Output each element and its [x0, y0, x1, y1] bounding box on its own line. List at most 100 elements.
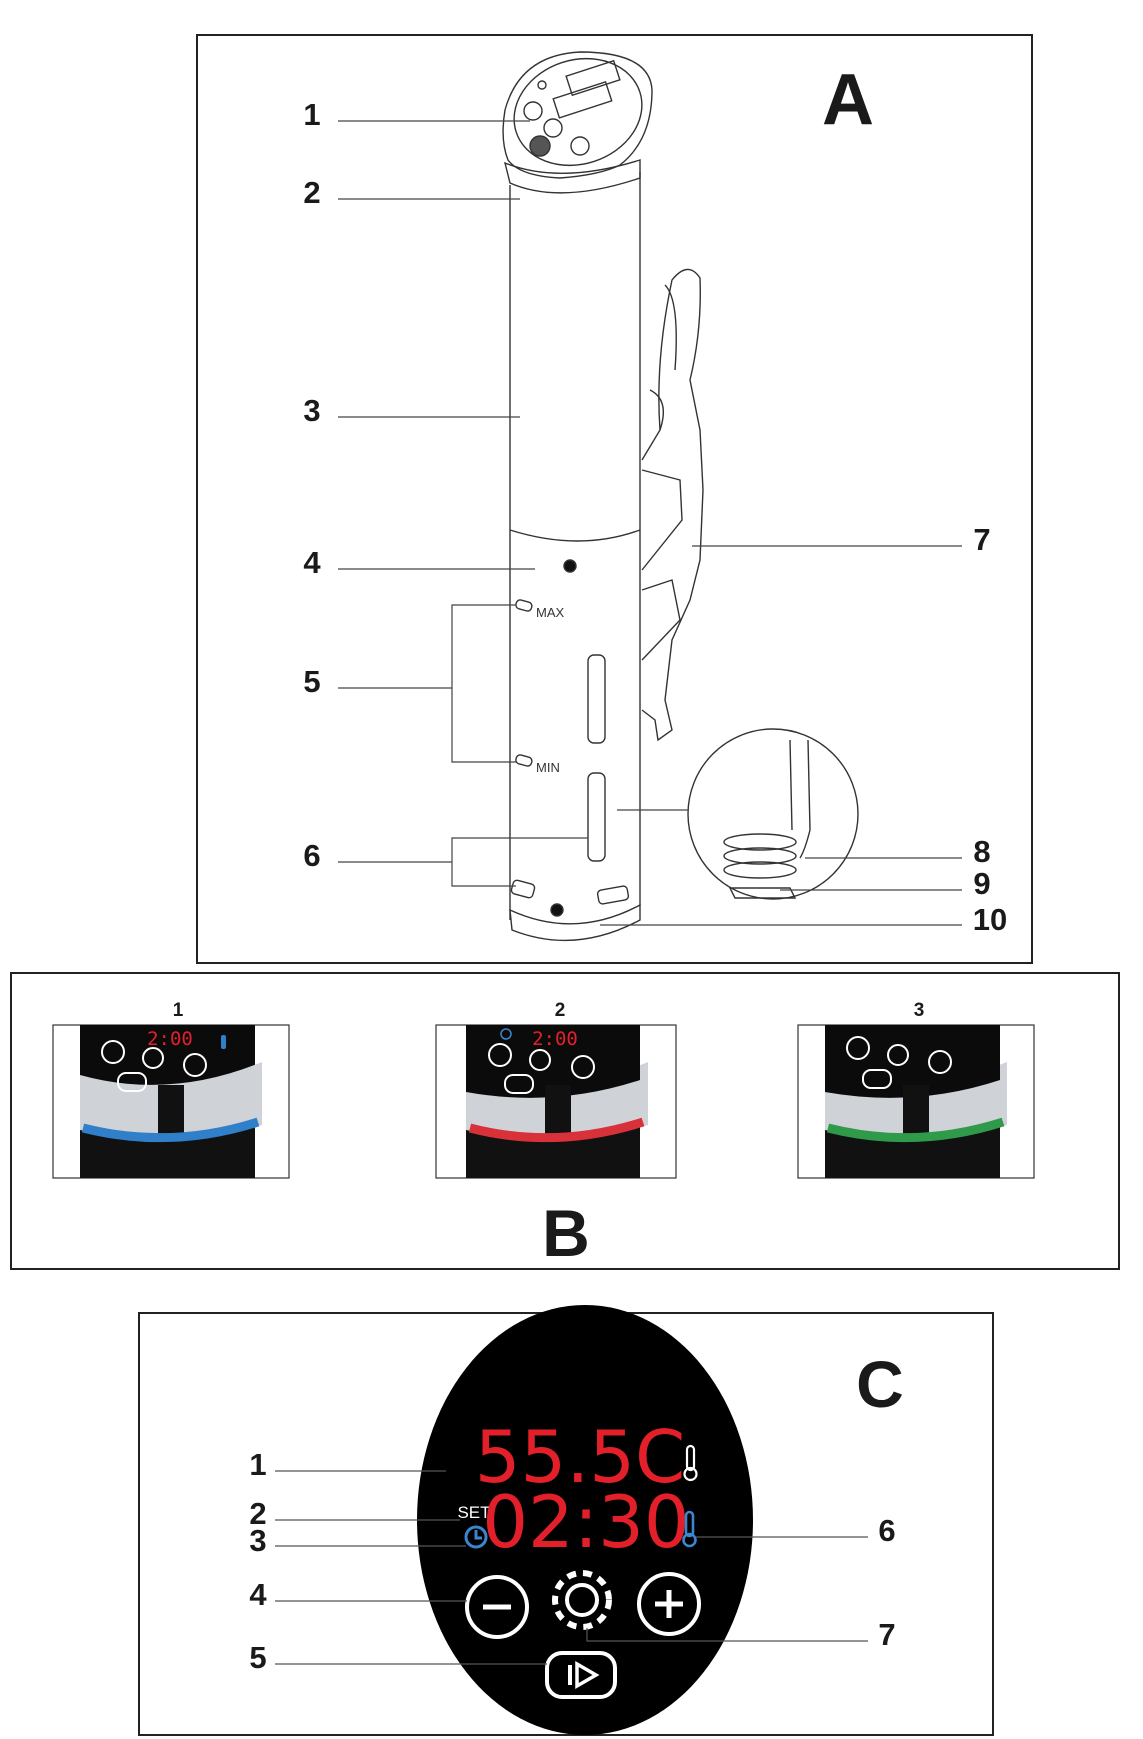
device-illustration	[502, 51, 859, 942]
item-3-ring	[826, 1117, 1005, 1143]
callout-a-1: 1	[303, 97, 320, 132]
gear-teeth	[552, 1570, 612, 1630]
detail-magnifier	[687, 728, 859, 900]
item-1-start-icon	[117, 1072, 147, 1092]
timer-icon	[464, 1525, 488, 1549]
coil-3	[723, 861, 797, 879]
callout-a-7: 7	[973, 522, 990, 557]
item-3-clamp	[903, 1085, 929, 1140]
slot-lower	[587, 772, 606, 862]
callout-a-9: 9	[973, 866, 990, 901]
panel-c-leaders	[275, 1470, 868, 1665]
max-mark	[515, 599, 533, 612]
item-1-plus-icon	[183, 1053, 207, 1077]
panel-b-item-1: 1 2:00	[52, 1000, 290, 1179]
callout-c-1: 1	[249, 1447, 266, 1482]
item-3-plus-icon	[928, 1050, 952, 1074]
item-2-ring	[468, 1117, 645, 1143]
gear-icon	[565, 1583, 599, 1617]
panel-b-item-2: 2 2:00	[435, 1000, 677, 1179]
callout-a-10: 10	[973, 902, 1007, 937]
item-2-gear-icon	[529, 1049, 551, 1071]
thermometer-icon-white	[683, 1444, 698, 1482]
callout-a-5: 5	[303, 664, 320, 699]
head-panel	[513, 57, 643, 167]
vent-right	[596, 885, 630, 905]
item-2-minus-icon	[488, 1043, 512, 1067]
plus-button[interactable]	[637, 1572, 701, 1636]
item-1-minus-icon	[101, 1040, 125, 1064]
callout-a-8: 8	[973, 834, 990, 869]
item-3-minus-icon	[846, 1036, 870, 1060]
panel-b-item-3: 3	[797, 1000, 1035, 1179]
callout-c-4: 4	[249, 1577, 267, 1612]
callout-a-3: 3	[303, 393, 320, 428]
panel-a: A	[196, 34, 1033, 964]
item-2-clamp	[545, 1085, 571, 1140]
item-1-thermometer-icon	[221, 1035, 226, 1049]
item-1-gear-icon	[142, 1047, 164, 1069]
start-button-a	[529, 135, 551, 157]
callout-c-6: 6	[878, 1513, 895, 1548]
panel-a-leaders	[338, 120, 962, 926]
panel-b: B 1 2:00 2 2:00	[10, 972, 1120, 1270]
coil-2	[723, 847, 797, 865]
heater-rods	[789, 739, 811, 859]
thermometer-icon-blue	[682, 1510, 697, 1548]
callout-a-2: 2	[303, 175, 320, 210]
control-head	[502, 51, 653, 179]
timer-icon	[537, 80, 547, 90]
callout-a-4: 4	[303, 545, 321, 580]
callout-c-7: 7	[878, 1617, 895, 1652]
item-1-clamp	[158, 1085, 184, 1140]
sensor-dot-bottom	[550, 903, 564, 917]
panel-c-letter: C	[856, 1347, 904, 1421]
panel-b-letter: B	[542, 1196, 590, 1270]
clamp-jaw-lower	[641, 579, 681, 661]
clamp-outline	[641, 268, 704, 742]
settings-button[interactable]	[552, 1570, 612, 1630]
item-3-start-icon	[862, 1069, 892, 1089]
min-label: MIN	[536, 760, 560, 775]
clamp-jaw-upper	[641, 469, 683, 571]
item-1-label: 1	[173, 1000, 184, 1021]
panel-a-frame	[196, 34, 1033, 964]
panel-a-letter: A	[822, 60, 874, 140]
play-icon	[575, 1660, 600, 1690]
callout-c-3: 3	[249, 1523, 266, 1558]
head-display-bottom	[552, 80, 613, 119]
item-3-gear-icon	[887, 1044, 909, 1066]
item-2-head	[466, 1025, 640, 1098]
head-display-top	[565, 59, 621, 97]
heater-base	[728, 887, 797, 899]
item-2-timer-icon	[500, 1028, 512, 1040]
callout-a-6: 6	[303, 838, 320, 873]
bottom-cap	[509, 903, 641, 942]
max-label: MAX	[536, 605, 565, 620]
clamp-spring	[649, 389, 664, 431]
temperature-display: 55.5C	[475, 1415, 686, 1499]
sensor-dot-top	[563, 559, 577, 573]
item-3-label: 3	[914, 1000, 925, 1021]
minus-button-a	[523, 101, 543, 121]
control-panel-face	[417, 1305, 753, 1735]
callout-c-5: 5	[249, 1640, 266, 1675]
callout-c-2: 2	[249, 1496, 266, 1531]
plus-button-a	[570, 136, 590, 156]
tube-joint	[509, 529, 641, 542]
min-mark	[515, 754, 533, 767]
item-2-label: 2	[555, 1000, 566, 1021]
item-2-start-icon	[504, 1074, 534, 1094]
item-1-display: 2:00	[147, 1028, 193, 1050]
time-display: 02:30	[482, 1480, 690, 1564]
slot-upper	[587, 654, 606, 744]
gear-icon	[543, 118, 563, 138]
start-button[interactable]	[545, 1651, 617, 1699]
item-2-plus-icon	[571, 1055, 595, 1079]
minus-button[interactable]	[465, 1575, 529, 1639]
item-1-ring	[81, 1117, 260, 1143]
coil-1	[723, 833, 797, 851]
set-label: SET	[457, 1503, 490, 1522]
panel-c: C 55.5C SET 02:30	[138, 1305, 994, 1736]
